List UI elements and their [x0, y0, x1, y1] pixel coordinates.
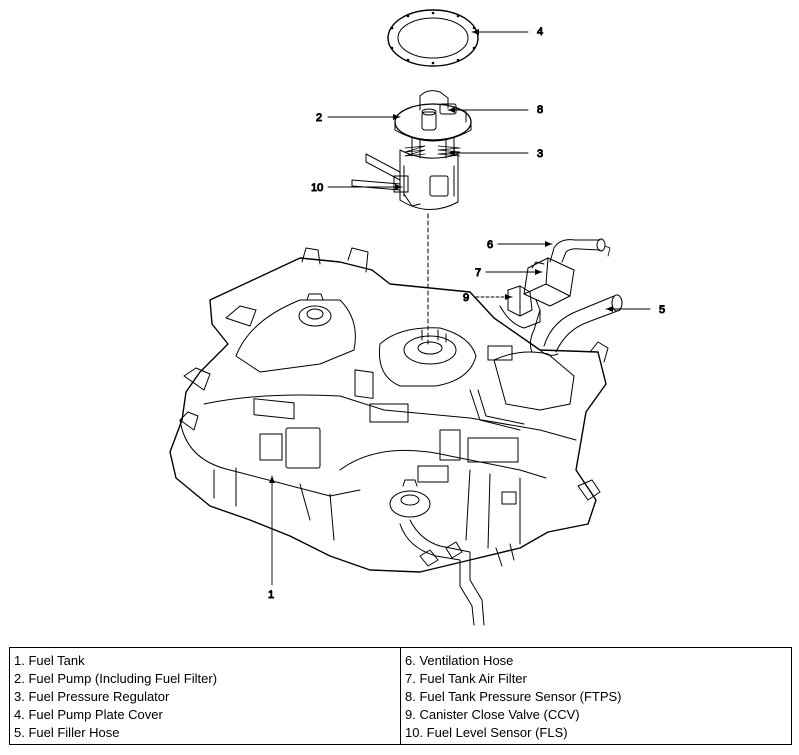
legend-entry: 9. Canister Close Valve (CCV) [405, 707, 580, 722]
legend-entry: 8. Fuel Tank Pressure Sensor (FTPS) [405, 689, 622, 704]
callout-3: 3 [537, 148, 543, 160]
canister-close-valve-drawing [499, 285, 541, 353]
legend-column-right: 6. Ventilation Hose 7. Fuel Tank Air Fil… [400, 648, 791, 744]
legend-entry: 4. Fuel Pump Plate Cover [14, 707, 163, 722]
leader-arrowheads [269, 29, 613, 483]
callout-10: 10 [311, 182, 323, 194]
legend-entry: 6. Ventilation Hose [405, 653, 514, 668]
legend-entry: 7. Fuel Tank Air Filter [405, 671, 527, 686]
parts-legend-table: 1. Fuel Tank 2. Fuel Pump (Including Fue… [9, 647, 792, 745]
callout-4: 4 [537, 26, 543, 38]
fuel-system-diagram: 4 2 8 3 10 6 7 9 5 1 [169, 9, 666, 626]
callout-1: 1 [268, 589, 274, 601]
fuel-tank-drawing [169, 247, 609, 626]
fuel-pump-plate-cover-drawing [387, 9, 479, 67]
legend-column-left: 1. Fuel Tank 2. Fuel Pump (Including Fue… [10, 648, 400, 744]
ventilation-hose-drawing [549, 238, 611, 263]
leader-lines [271, 31, 651, 586]
fuel-pump-module-drawing [351, 90, 472, 211]
legend-entry: 5. Fuel Filler Hose [14, 725, 120, 740]
callout-6: 6 [487, 239, 493, 251]
callout-8: 8 [537, 104, 543, 116]
legend-entry: 1. Fuel Tank [14, 653, 85, 668]
legend-entry: 10. Fuel Level Sensor (FLS) [405, 725, 568, 740]
legend-entry: 2. Fuel Pump (Including Fuel Filter) [14, 671, 218, 686]
callout-7: 7 [475, 267, 481, 279]
callout-2: 2 [316, 112, 322, 124]
legend-entry: 3. Fuel Pressure Regulator [14, 689, 170, 704]
callout-5: 5 [659, 304, 665, 316]
fuel-tank-air-filter-drawing [523, 257, 575, 307]
callout-9: 9 [463, 292, 469, 304]
fuel-filler-hose-drawing [539, 294, 623, 356]
